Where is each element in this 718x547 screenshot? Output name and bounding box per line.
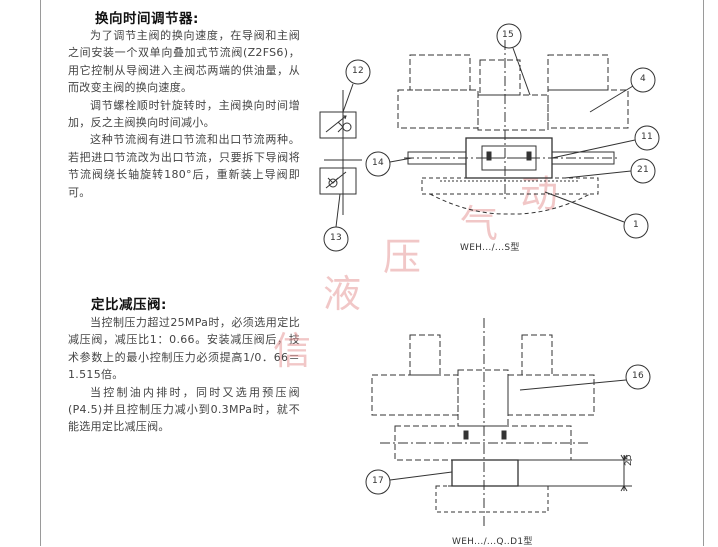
- leader-line: [342, 83, 354, 113]
- callout-number: 16: [632, 371, 645, 381]
- section2-body: 当控制压力超过25MPa时，必须选用定比减压阀，减压比1：0.66。安装减压阀后…: [68, 314, 300, 436]
- callout-circle: [496, 23, 522, 49]
- section1-title: 换向时间调节器:: [95, 11, 199, 27]
- callout-circle: [634, 125, 660, 151]
- page-frame: [40, 0, 704, 546]
- callout-number: 4: [640, 74, 647, 84]
- callout-number: 13: [330, 233, 343, 243]
- callout-number: 21: [637, 165, 650, 175]
- section2-paragraph: 当控制油内排时，同时又选用预压阀(P4.5)并且控制压力减小到0.3MPa时，就…: [68, 385, 300, 434]
- section2-title: 定比减压阀:: [91, 297, 167, 313]
- watermark-char: 压: [383, 235, 422, 279]
- leader-line: [512, 47, 531, 96]
- callout-circle: [630, 67, 656, 93]
- leader-line: [544, 191, 625, 223]
- watermark-char: 气: [460, 202, 499, 246]
- section1-body: 为了调节主阀的换向速度，在导阀和主阀之间安装一个双单向叠加式节流阀(Z2FS6)…: [68, 27, 300, 201]
- section1-paragraph: 调节螺栓顺时针旋转时，主阀换向时间增加，反之主阀换向时间减小。: [68, 98, 300, 130]
- section1-paragraph: 这种节流阀有进口节流和出口节流两种。若把进口节流改为出口节流，只要拆下导阀将节流…: [68, 133, 300, 199]
- valve-drawing-lower: [371, 318, 632, 528]
- callout-number: 11: [641, 132, 654, 142]
- callout-number: 12: [352, 66, 365, 76]
- callout-number: 17: [372, 476, 385, 486]
- leader-line: [564, 170, 632, 179]
- leader-line: [551, 139, 636, 159]
- section2-paragraph: 当控制压力超过25MPa时，必须选用定比减压阀，减压比1：0.66。安装减压阀后…: [68, 316, 300, 382]
- section1-paragraph: 为了调节主阀的换向速度，在导阀和主阀之间安装一个双单向叠加式节流阀(Z2FS6)…: [68, 29, 300, 95]
- watermark-char: 液: [323, 272, 362, 316]
- leader-line: [589, 85, 634, 113]
- diagram-caption: WEH.../...S型: [460, 243, 520, 253]
- leader-line: [335, 193, 341, 228]
- watermark-char: 信: [273, 329, 312, 373]
- leader-line: [389, 157, 413, 163]
- callout-number: 15: [502, 30, 515, 40]
- callout-circle: [365, 151, 391, 177]
- callout-circle: [365, 469, 391, 495]
- callout-circle: [625, 364, 651, 390]
- callout-number: 1: [633, 220, 640, 230]
- callout-circle: [345, 59, 371, 85]
- leader-line: [389, 471, 453, 481]
- throttle-check-symbol-upper: [319, 90, 357, 160]
- leader-line: [519, 379, 627, 391]
- dimension-label: 25: [624, 453, 634, 466]
- throttle-check-symbol-lower: [319, 160, 357, 215]
- valve-drawing-upper: [397, 40, 629, 215]
- callout-number: 14: [372, 158, 385, 168]
- callout-circle: [623, 213, 649, 239]
- diagram-caption: WEH.../...Q..D1型: [452, 537, 533, 547]
